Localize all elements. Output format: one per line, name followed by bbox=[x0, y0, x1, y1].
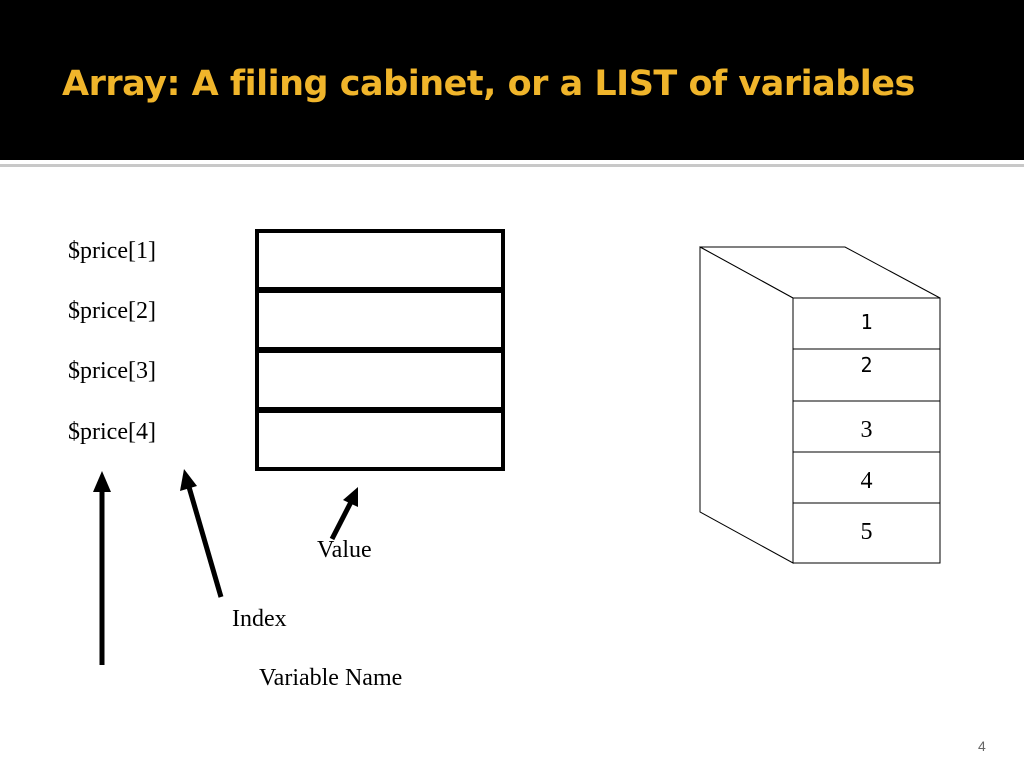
index-arrow bbox=[180, 469, 224, 598]
array-element-label-1: $price[1] bbox=[68, 238, 156, 264]
array-element-label-2: $price[2] bbox=[68, 298, 156, 324]
array-value-cell-4 bbox=[255, 409, 505, 471]
slide-header bbox=[0, 0, 1024, 160]
variable-name-caption: Variable Name bbox=[259, 665, 403, 691]
page-number: 4 bbox=[978, 738, 986, 754]
value-arrow bbox=[329, 487, 358, 541]
value-caption: Value bbox=[317, 537, 372, 563]
array-element-label-3: $price[3] bbox=[68, 358, 156, 384]
array-value-cell-3 bbox=[255, 349, 505, 411]
index-caption: Index bbox=[232, 606, 287, 632]
cabinet-drawer-4: 4 bbox=[860, 468, 873, 494]
header-divider-shadow bbox=[0, 164, 1024, 167]
array-element-label-4: $price[4] bbox=[68, 419, 156, 445]
slide-title: Array: A filing cabinet, or a LIST of va… bbox=[62, 64, 915, 104]
cabinet-side bbox=[699, 246, 794, 564]
array-value-cell-1 bbox=[255, 229, 505, 291]
cabinet-front bbox=[792, 297, 941, 564]
cabinet-drawer-3: 3 bbox=[860, 417, 873, 443]
cabinet-drawer-5: 5 bbox=[860, 519, 873, 545]
header-divider bbox=[0, 160, 1024, 164]
filing-cabinet bbox=[699, 246, 941, 564]
cabinet-drawer-2: 2 bbox=[860, 353, 873, 377]
variable-name-arrow bbox=[93, 471, 111, 665]
cabinet-drawer-1: 1 bbox=[860, 310, 873, 334]
